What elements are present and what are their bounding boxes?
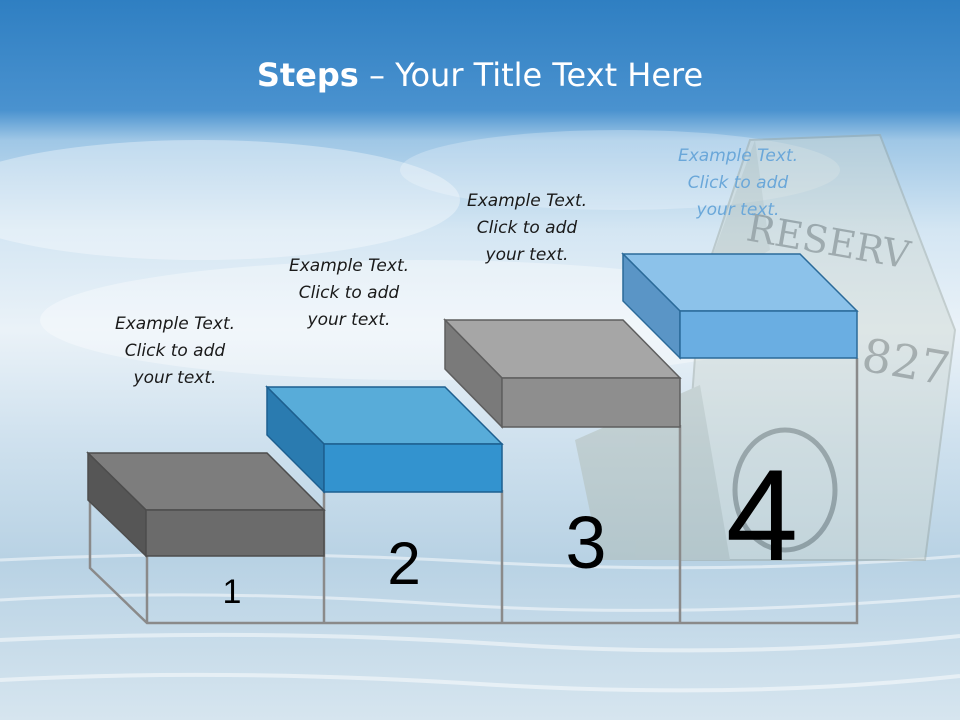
step-4-number: 4	[726, 442, 798, 588]
step-1-caption[interactable]: Example Text. Click to add your text.	[90, 311, 260, 392]
step-2-caption[interactable]: Example Text. Click to add your text.	[264, 253, 434, 334]
caption-line: your text.	[696, 200, 780, 220]
caption-line: Click to add	[687, 173, 789, 193]
slide-title[interactable]: Steps – Your Title Text Here	[0, 56, 960, 94]
title-rest: – Your Title Text Here	[358, 56, 704, 94]
caption-line: Click to add	[298, 283, 400, 303]
caption-line: Example Text.	[677, 146, 799, 166]
caption-line: your text.	[485, 245, 569, 265]
step-4-caption[interactable]: Example Text. Click to add your text.	[653, 143, 823, 224]
caption-line: Example Text.	[466, 191, 588, 211]
step-3-number: 3	[565, 501, 606, 584]
caption-line: your text.	[133, 368, 217, 388]
caption-line: Example Text.	[114, 314, 236, 334]
step-2-block	[265, 385, 504, 494]
step-1-number: 1	[223, 573, 242, 611]
caption-line: Click to add	[476, 218, 578, 238]
step-3-block	[443, 318, 682, 429]
caption-line: Example Text.	[288, 256, 410, 276]
step-1-block	[86, 451, 326, 558]
title-bold: Steps	[256, 56, 359, 94]
step-3-caption[interactable]: Example Text. Click to add your text.	[442, 188, 612, 269]
cloud-shape	[0, 140, 460, 260]
caption-line: your text.	[307, 310, 391, 330]
caption-line: Click to add	[124, 341, 226, 361]
step-2-number: 2	[387, 530, 420, 597]
step-4-block	[621, 252, 859, 360]
cloud-shape	[400, 130, 840, 210]
